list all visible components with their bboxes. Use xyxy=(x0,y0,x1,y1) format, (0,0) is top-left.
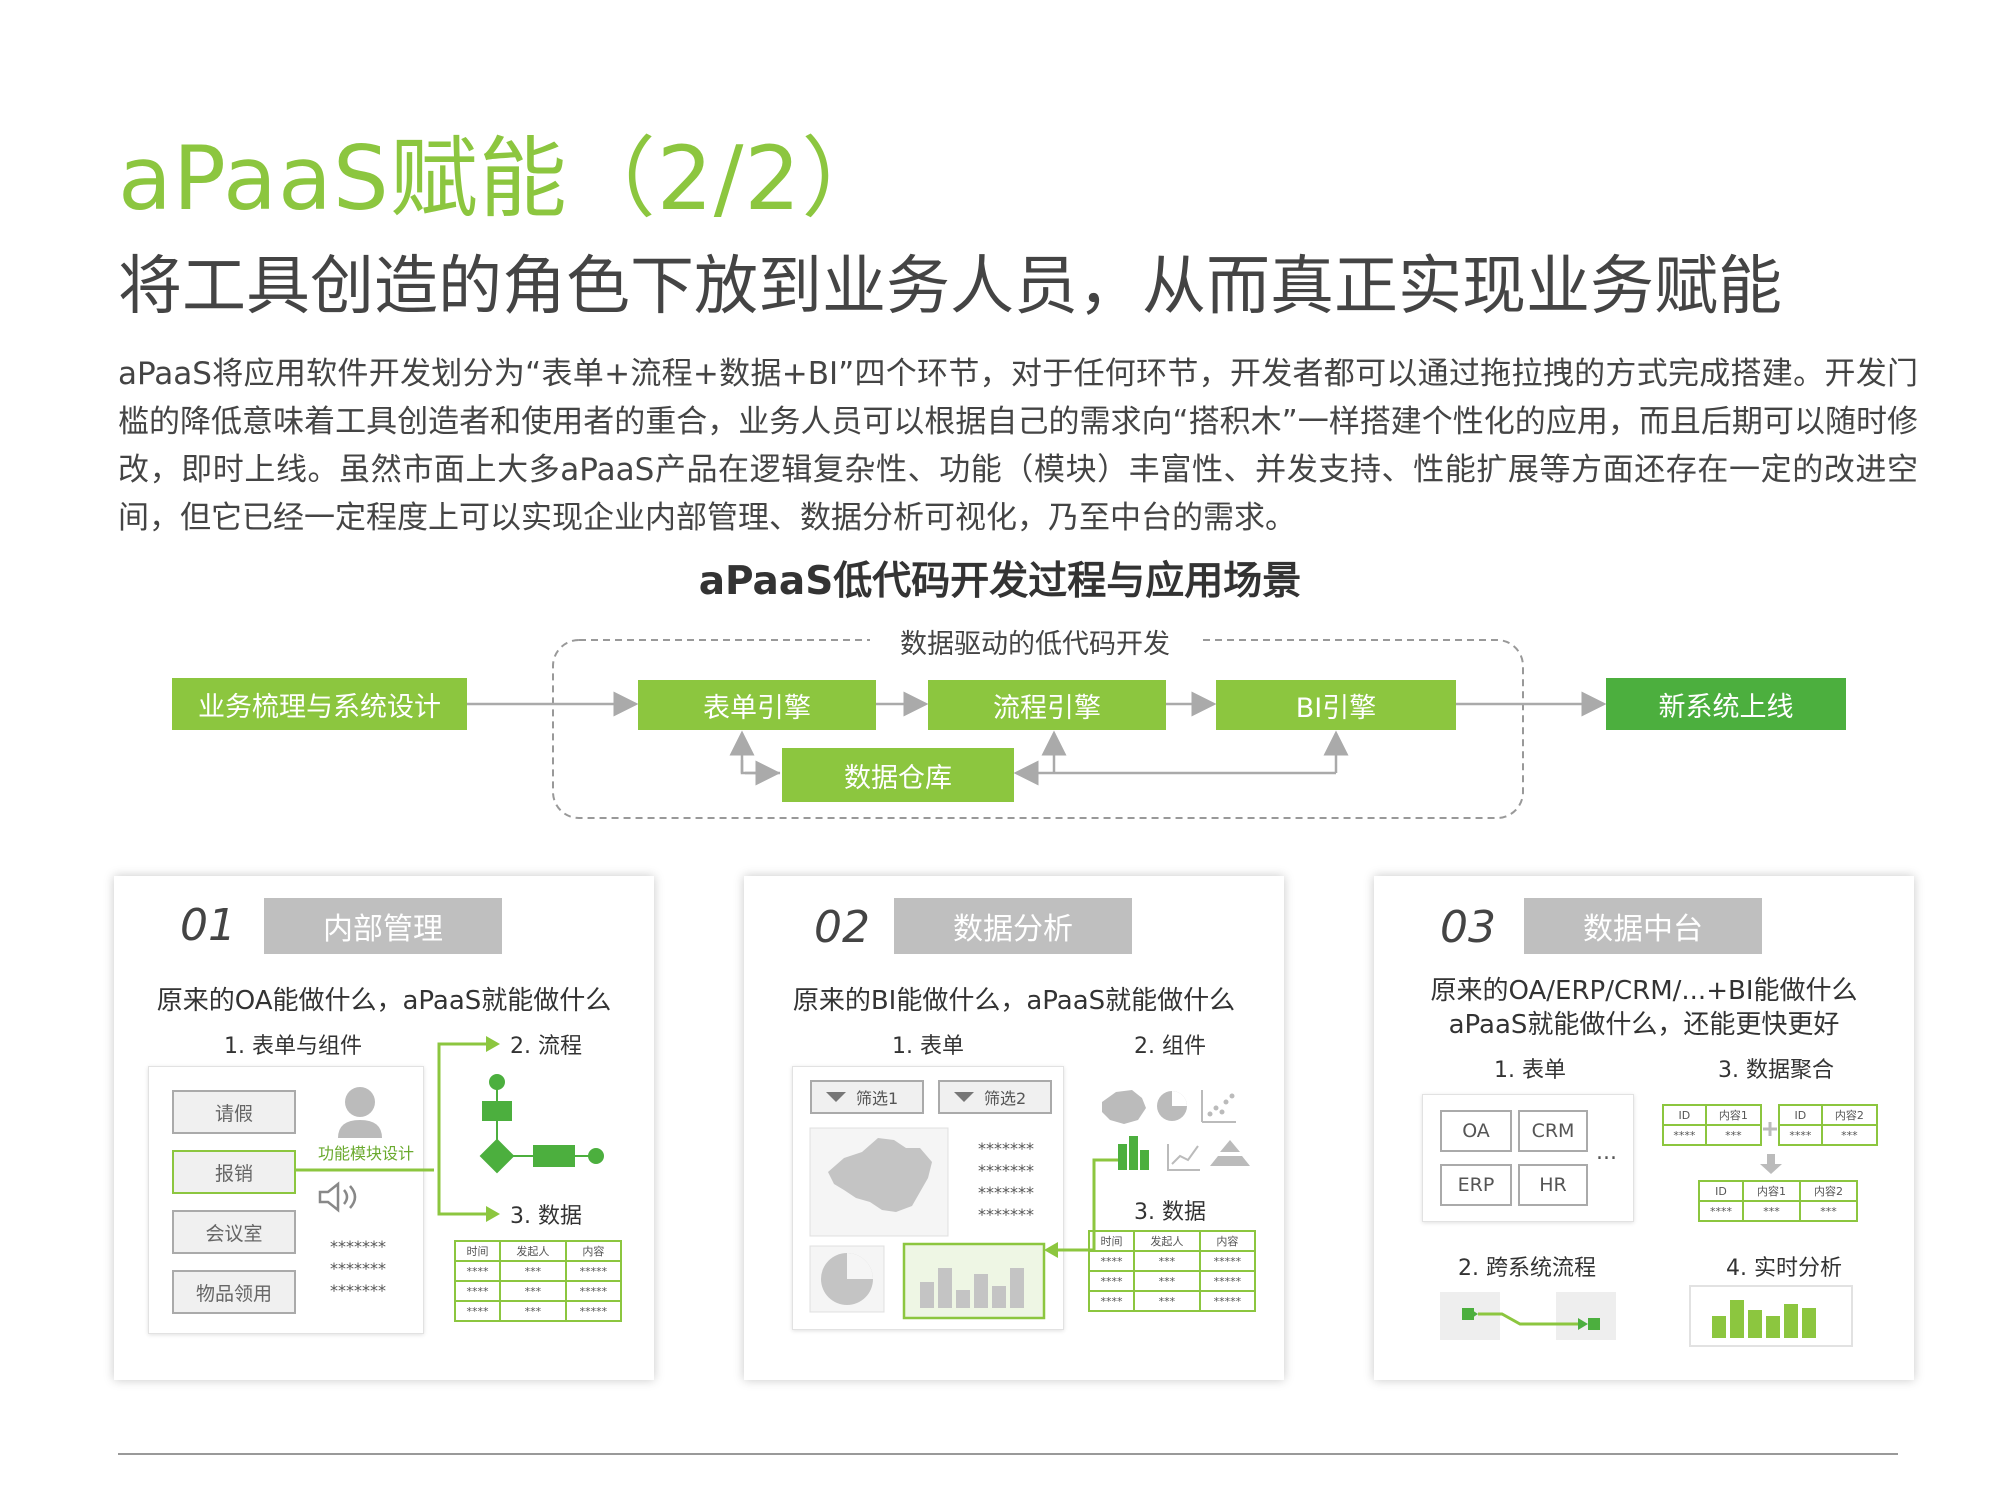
card-number: 02 xyxy=(814,902,870,953)
card-question: 原来的OA能做什么，aPaaS就能做什么 xyxy=(156,986,612,1016)
dropdown-icon xyxy=(826,1092,846,1102)
crm-box: CRM xyxy=(1518,1110,1588,1152)
card-tag: 数据中台 xyxy=(1524,898,1762,954)
card-data-middle-platform: 03 数据中台 原来的OA/ERP/CRM/...+BI能做什么 aPaaS就能… xyxy=(1374,876,1914,1380)
realtime-bar-icon xyxy=(1712,1300,1816,1338)
label-cross-system: 2. 跨系统流程 xyxy=(1458,1256,1596,1281)
arrow-warehouse-form xyxy=(729,730,780,775)
label-components: 2. 组件 xyxy=(1134,1034,1206,1059)
intro-paragraph: aPaaS将应用软件开发划分为“表单+流程+数据+BI”四个环节，对于任何环节，… xyxy=(118,356,1918,536)
cross-system-flow-icon xyxy=(1462,1308,1600,1330)
label-form: 1. 表单 xyxy=(1494,1058,1566,1083)
erp-box: ERP xyxy=(1440,1164,1512,1206)
flow-process-engine: 流程引擎 xyxy=(928,680,1166,730)
flow-data-warehouse: 数据仓库 xyxy=(782,748,1014,802)
flow-bi-engine: BI引擎 xyxy=(1216,680,1456,730)
card3-graphics xyxy=(1440,1122,1853,1347)
module-design-label: 功能模块设计 xyxy=(318,1144,415,1163)
flow-end-box: 新系统上线 xyxy=(1606,678,1846,730)
reimburse-button[interactable]: 报销 xyxy=(172,1150,296,1194)
down-arrow-icon xyxy=(1760,1154,1782,1174)
oa-box: OA xyxy=(1440,1110,1512,1152)
data-table: 时间发起人内容 ************ ************ ******… xyxy=(453,1240,623,1322)
flow-start-box: 业务梳理与系统设计 xyxy=(172,678,467,730)
ellipsis: ... xyxy=(1596,1140,1617,1165)
label-data: 3. 数据 xyxy=(510,1204,582,1229)
card-number: 03 xyxy=(1440,902,1496,953)
card-question: 原来的BI能做什么，aPaaS就能做什么 xyxy=(792,986,1236,1016)
filter-1-dropdown[interactable]: 筛选1 xyxy=(810,1080,924,1114)
card-internal-management: 01 内部管理 原来的OA能做什么，aPaaS就能做什么 1. 表单与组件 2.… xyxy=(114,876,654,1380)
user-icon xyxy=(338,1087,382,1138)
china-map-small-icon xyxy=(1102,1090,1146,1124)
placeholder-text: ******* ******* ******* xyxy=(330,1237,386,1300)
data-table: 时间发起人内容 ************ ************ ******… xyxy=(1087,1230,1257,1312)
china-map-icon xyxy=(828,1138,932,1212)
card2-graphics xyxy=(809,1090,1250,1320)
placeholder-text: ******* ******* ******* ******* xyxy=(978,1139,1034,1224)
page-subtitle: 将工具创造的角色下放到业务人员，从而真正实现业务赋能 xyxy=(118,250,1782,324)
label-aggregation: 3. 数据聚合 xyxy=(1718,1058,1834,1083)
speaker-icon xyxy=(318,1181,357,1213)
card-data-analysis: 02 数据分析 原来的BI能做什么，aPaaS就能做什么 1. 表单 2. 组件… xyxy=(744,876,1284,1380)
plus-icon xyxy=(1763,1122,1777,1136)
supplies-button[interactable]: 物品领用 xyxy=(172,1270,296,1314)
label-form: 1. 表单 xyxy=(892,1034,964,1059)
label-form-components: 1. 表单与组件 xyxy=(224,1034,362,1059)
leave-button[interactable]: 请假 xyxy=(172,1090,296,1134)
flow-form-engine: 表单引擎 xyxy=(638,680,876,730)
card-number: 01 xyxy=(180,900,236,951)
label-flow: 2. 流程 xyxy=(510,1034,582,1059)
flowchart-icon xyxy=(479,1074,604,1174)
bar-small-icon xyxy=(1118,1136,1149,1170)
footer-divider xyxy=(118,1453,1898,1455)
label-realtime: 4. 实时分析 xyxy=(1726,1256,1842,1281)
diagram-title: aPaaS低代码开发过程与应用场景 xyxy=(698,559,1302,604)
card1-graphics xyxy=(294,1036,604,1222)
bar-chart-icon xyxy=(920,1268,1024,1308)
card-tag: 数据分析 xyxy=(894,898,1132,954)
dropdown-icon xyxy=(954,1092,974,1102)
meeting-room-button[interactable]: 会议室 xyxy=(172,1210,296,1254)
loop-label: 数据驱动的低代码开发 xyxy=(870,622,1200,661)
page-title: aPaaS赋能（2/2） xyxy=(118,127,891,230)
pie-chart-icon xyxy=(821,1253,873,1305)
pie-small-icon xyxy=(1157,1091,1187,1121)
label-data: 3. 数据 xyxy=(1134,1200,1206,1225)
line-chart-icon xyxy=(1167,1144,1200,1171)
pyramid-icon xyxy=(1210,1140,1250,1166)
card-tag: 内部管理 xyxy=(264,898,502,954)
hr-box: HR xyxy=(1518,1164,1588,1206)
card-question-1: 原来的OA/ERP/CRM/...+BI能做什么 xyxy=(1430,976,1858,1006)
filter-2-dropdown[interactable]: 筛选2 xyxy=(938,1080,1052,1114)
card-question-2: aPaaS就能做什么，还能更快更好 xyxy=(1448,1010,1840,1040)
scatter-icon xyxy=(1201,1090,1236,1123)
